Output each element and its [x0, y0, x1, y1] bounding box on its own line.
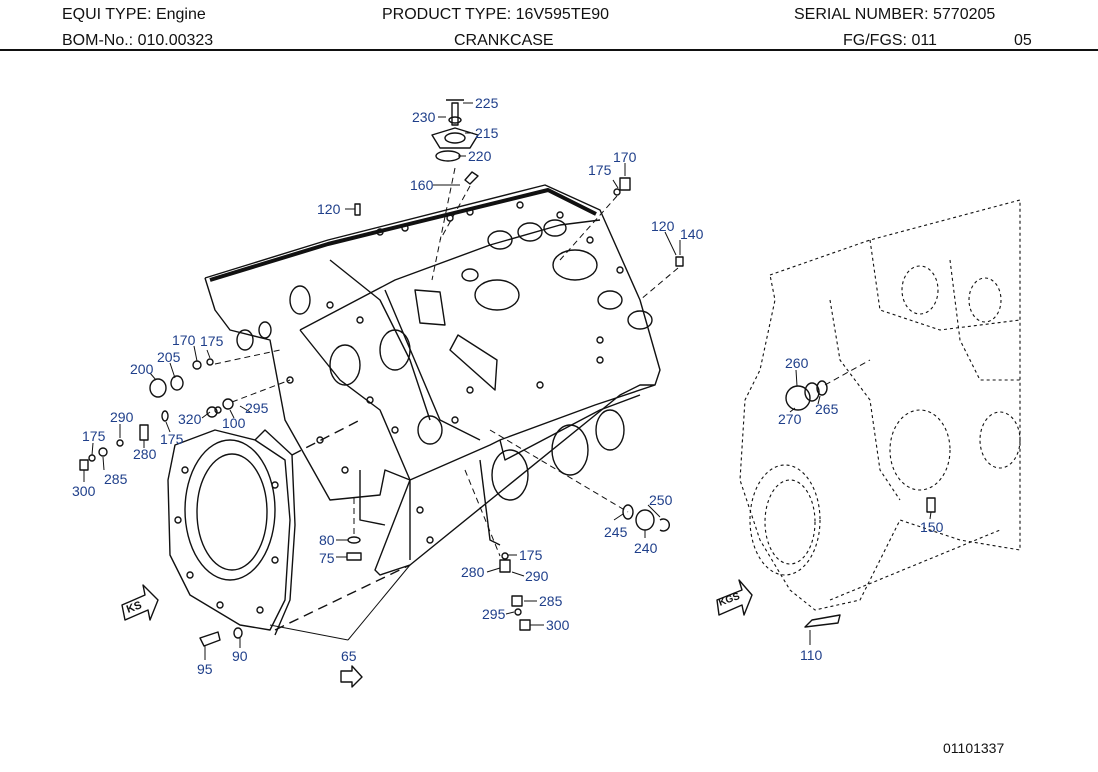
callout-150: 150	[920, 519, 944, 535]
callout-290: 290	[525, 568, 549, 584]
callout-300: 300	[72, 483, 96, 499]
callout-285: 285	[539, 593, 563, 609]
callout-295: 295	[482, 606, 506, 622]
callout-300: 300	[546, 617, 570, 633]
leader-lines	[83, 102, 932, 660]
callout-175: 175	[200, 333, 224, 349]
view-arrows	[121, 579, 753, 688]
callout-100: 100	[222, 415, 246, 431]
crankcase-block	[204, 184, 661, 576]
crankcase-kgs-view	[739, 199, 1021, 611]
callout-170: 170	[172, 332, 196, 348]
page-title: CRANKCASE	[454, 32, 554, 49]
callout-80: 80	[319, 532, 335, 548]
callout-90: 90	[232, 648, 248, 664]
callout-175: 175	[519, 547, 543, 563]
callout-95: 95	[197, 661, 213, 677]
product-type: PRODUCT TYPE: 16V595TE90	[382, 6, 610, 23]
callout-120: 120	[651, 218, 675, 234]
callout-320: 320	[178, 411, 202, 427]
callout-230: 230	[412, 109, 436, 125]
callout-120: 120	[317, 201, 341, 217]
callout-285: 285	[104, 471, 128, 487]
callout-295: 295	[245, 400, 269, 416]
bom-number: BOM-No.: 010.00323	[62, 32, 214, 49]
callout-65: 65	[341, 648, 357, 664]
header-divider	[0, 49, 1098, 51]
callout-245: 245	[604, 524, 628, 540]
callout-215: 215	[475, 125, 499, 141]
callout-205: 205	[157, 349, 181, 365]
arrow-label-ks: KS	[125, 599, 143, 616]
callout-270: 270	[778, 411, 802, 427]
serial-number: SERIAL NUMBER: 5770205	[794, 6, 996, 23]
small-parts	[79, 99, 936, 647]
callout-290: 290	[110, 409, 134, 425]
callout-265: 265	[815, 401, 839, 417]
flywheel-housing	[167, 419, 411, 636]
callout-220: 220	[468, 148, 492, 164]
equi-type: EQUI TYPE: Engine	[62, 6, 206, 23]
fg-fgs: FG/FGS: 011	[843, 32, 937, 49]
callout-240: 240	[634, 540, 658, 556]
callout-260: 260	[785, 355, 809, 371]
callout-170: 170	[613, 149, 637, 165]
fg-fgs-suffix: 05	[1014, 32, 1032, 49]
callout-175: 175	[82, 428, 106, 444]
callout-250: 250	[649, 492, 673, 508]
callout-110: 110	[800, 647, 823, 663]
callout-175: 175	[588, 162, 612, 178]
drawing-number: 01101337	[943, 740, 1005, 756]
callout-160: 160	[410, 177, 434, 193]
callout-280: 280	[461, 564, 485, 580]
callout-75: 75	[319, 550, 335, 566]
callout-280: 280	[133, 446, 157, 462]
callout-200: 200	[130, 361, 154, 377]
callout-175: 175	[160, 431, 184, 447]
callout-140: 140	[680, 226, 704, 242]
callout-225: 225	[475, 95, 499, 111]
